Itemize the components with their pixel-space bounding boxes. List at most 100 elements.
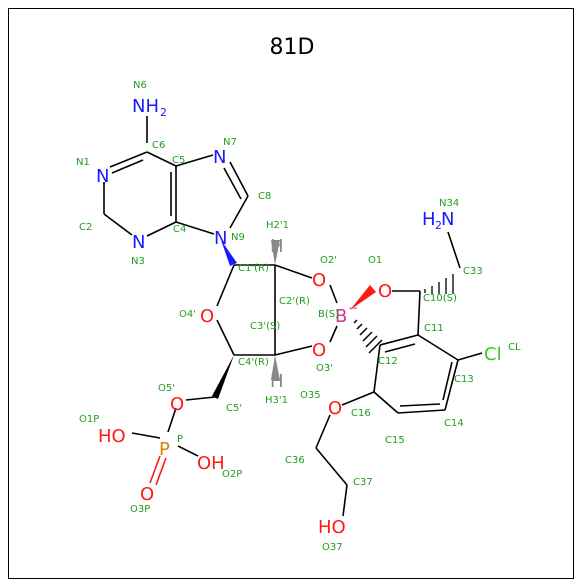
label-c15: C15 xyxy=(385,435,405,446)
atom-n9: N xyxy=(214,228,227,249)
atom-nh2: NH xyxy=(132,96,159,117)
bond-c14-c15-double xyxy=(399,403,441,407)
atom-boron: B xyxy=(335,306,347,327)
bond-c6-n1 xyxy=(109,151,148,168)
bond-c5p-o5p xyxy=(185,396,216,401)
label-c37: C37 xyxy=(353,477,373,488)
bond-b-c12-hash xyxy=(353,319,383,354)
label-n9: N9 xyxy=(231,232,245,243)
label-n34: N34 xyxy=(439,198,459,209)
bond-o35-c36 xyxy=(315,414,331,449)
atom-phosphate-ho: HO xyxy=(98,426,126,447)
bond-c1p-o4p xyxy=(216,264,235,307)
label-o1p: O1P xyxy=(79,414,99,425)
bond-c33-n34 xyxy=(447,231,461,269)
label-h2p1: H2'1 xyxy=(266,220,289,231)
bond-o2p-b xyxy=(329,284,338,304)
bond-n9-c4 xyxy=(175,221,215,235)
bond-c8-n9 xyxy=(229,195,249,229)
bond-n3-c4 xyxy=(146,221,177,237)
label-o3p-phosphate: O3P xyxy=(130,504,150,515)
bond-c15-c16 xyxy=(373,391,399,414)
bond-o5p-p xyxy=(167,407,177,433)
atom-labels: N6 C6 N1 C5 N7 C8 C2 N3 C4 N9 H2'1 O2' O… xyxy=(76,80,521,553)
label-p: P xyxy=(177,434,183,445)
atom-phosphate-oh: OH xyxy=(197,453,225,474)
bond-c2-n3 xyxy=(103,213,133,236)
bonds xyxy=(103,116,483,517)
label-c33: C33 xyxy=(463,266,483,277)
bond-c12-c11-double xyxy=(384,343,416,353)
molecule-title: 81D xyxy=(270,35,315,60)
label-c1pr: C1'(R) xyxy=(238,263,269,274)
atom-h2n-h: H xyxy=(422,209,436,230)
bond-c5-n7 xyxy=(175,154,214,167)
label-c2: C2 xyxy=(79,222,92,233)
image-frame xyxy=(8,8,574,579)
bond-n7-c8-double xyxy=(223,167,242,200)
label-cl: CL xyxy=(508,342,521,353)
label-c16: C16 xyxy=(351,408,371,419)
atom-boron-charge: − xyxy=(348,301,358,315)
atom-n7: N xyxy=(213,147,226,168)
label-c13: C13 xyxy=(454,374,474,385)
atom-phosphate-o-double: O xyxy=(140,484,154,505)
bond-c5-c6 xyxy=(146,151,177,167)
bond-o3p-b xyxy=(329,325,338,343)
atom-o3p: O xyxy=(312,340,326,361)
atom-symbols: NH 2 N N N N H 2 N O O O O O O B − Cl HO… xyxy=(96,96,502,538)
bond-c3p-h-wedge xyxy=(271,355,280,380)
label-o35: O35 xyxy=(300,390,321,401)
label-h3p1: H3'1 xyxy=(265,395,288,406)
label-o1: O1 xyxy=(368,255,382,266)
label-c11: C11 xyxy=(424,323,444,334)
label-n3: N3 xyxy=(131,256,145,267)
atom-o5p: O xyxy=(170,394,184,415)
bond-n9-c1p-wedge xyxy=(221,240,237,266)
label-n1: N1 xyxy=(76,157,90,168)
bond-c3p-o3p xyxy=(274,345,313,356)
atom-nh2-sub: 2 xyxy=(160,106,167,119)
atom-o2p: O xyxy=(312,270,326,291)
bond-p-o2p xyxy=(177,445,199,457)
bond-c6-n1-double xyxy=(111,159,144,174)
bond-c36-c37 xyxy=(315,447,348,486)
label-o4p: O4' xyxy=(179,309,196,320)
label-c14: C14 xyxy=(444,418,464,429)
label-c2pr: C2'(R) xyxy=(279,296,310,307)
bond-c16-c12 xyxy=(373,344,381,393)
label-c5p: C5' xyxy=(226,403,242,414)
label-o3p: O3' xyxy=(316,363,333,374)
bond-c16-o35 xyxy=(341,391,375,406)
label-c8: C8 xyxy=(258,191,271,202)
bond-c10-c11 xyxy=(417,290,421,336)
bond-p-o3p-double-2 xyxy=(149,455,161,484)
atom-phosphorus: P xyxy=(159,439,170,460)
label-c3ps: C3'(S) xyxy=(250,321,280,332)
bond-p-o3p-double xyxy=(155,457,167,486)
bond-c13-c14-inner xyxy=(442,361,453,401)
bond-o4p-c4p xyxy=(216,319,235,356)
label-o37: O37 xyxy=(322,542,343,553)
bond-c10-c33-hash xyxy=(424,274,454,294)
label-c4pr: C4'(R) xyxy=(238,357,269,368)
bond-p-o1p xyxy=(131,432,161,439)
label-c4: C4 xyxy=(173,224,186,235)
atom-h3p: H xyxy=(270,371,284,392)
atom-o1: O xyxy=(378,281,392,302)
atom-h2n-n: N xyxy=(441,209,454,230)
atom-h2p: H xyxy=(270,236,284,257)
label-c5: C5 xyxy=(172,155,185,166)
bond-c13-c14 xyxy=(444,359,459,411)
atom-o4p: O xyxy=(200,306,214,327)
label-n6: N6 xyxy=(133,80,147,91)
atom-h2n-sub: 2 xyxy=(435,219,442,232)
label-n7: N7 xyxy=(223,137,237,148)
label-o2p: O2' xyxy=(320,255,337,266)
atom-chlorine: Cl xyxy=(484,344,502,365)
bond-b-o1-wedge xyxy=(350,285,376,310)
label-o2p-phosphate: O2P xyxy=(222,469,242,480)
atom-n3: N xyxy=(132,232,145,253)
